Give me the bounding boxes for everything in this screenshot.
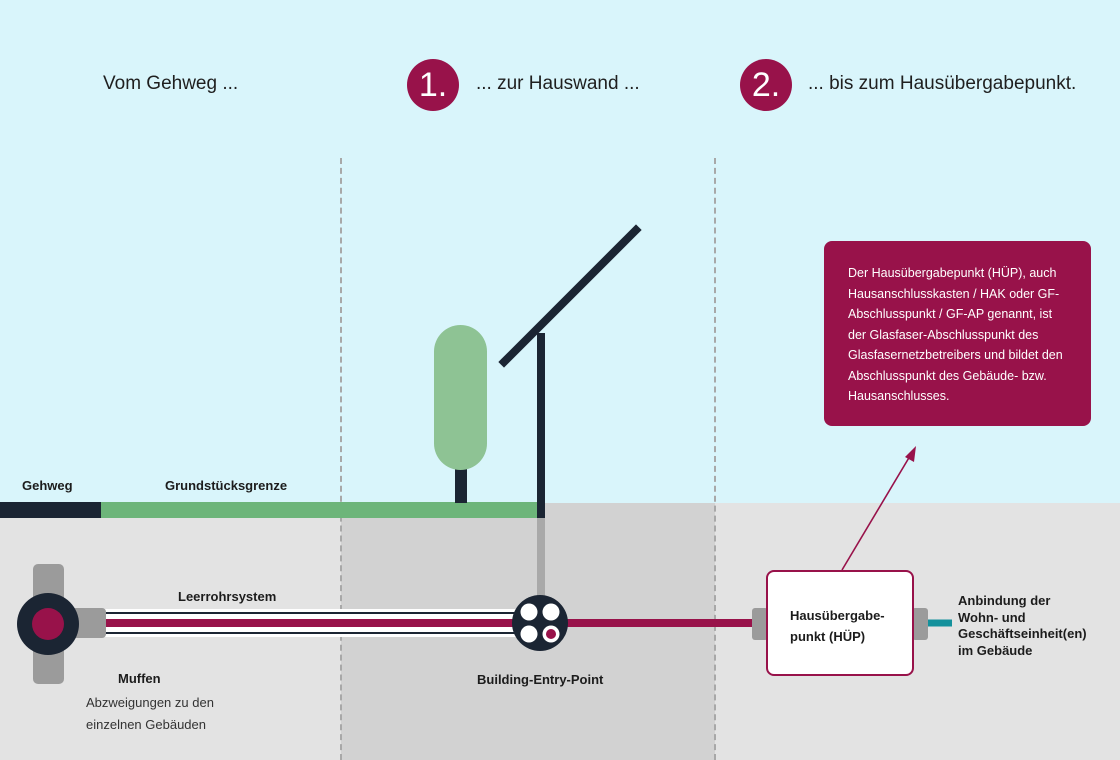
info-box: Der Hausübergabepunkt (HÜP), auch Hausan… bbox=[824, 241, 1091, 426]
hup-title-line: Hausübergabe- bbox=[790, 608, 885, 623]
hup-box: Hausübergabe- punkt (HÜP) bbox=[766, 570, 914, 676]
bep-port-3 bbox=[520, 625, 538, 643]
hup-connector-right bbox=[912, 608, 928, 640]
muffen-desc-line: einzelnen Gebäuden bbox=[86, 717, 206, 732]
heading-transfer: ... bis zum Hausübergabepunkt. bbox=[808, 73, 1077, 94]
sidewalk-bar bbox=[0, 502, 101, 518]
label-anbindung: Anbindung der Wohn- und Geschäftseinheit… bbox=[958, 593, 1087, 659]
heading-wall: ... zur Hauswand ... bbox=[476, 73, 640, 94]
heading-sidewalk: Vom Gehweg ... bbox=[103, 73, 239, 94]
info-line: Abschlusspunkt / GF-AP genannt, ist bbox=[848, 307, 1053, 321]
info-line: Abschlusspunkt des Gebäude- bzw. bbox=[848, 368, 1047, 383]
info-line: Hausanschlusses. bbox=[848, 389, 950, 403]
sleeve-core bbox=[32, 608, 64, 640]
info-line: der Glasfaser-Abschlusspunkt des bbox=[848, 327, 1039, 342]
tree-crown bbox=[434, 325, 487, 470]
anbindung-line: Anbindung der bbox=[958, 593, 1051, 608]
anbindung-line: Wohn- und bbox=[958, 609, 1026, 625]
wall-foundation bbox=[537, 518, 545, 598]
step-2-badge: 2. bbox=[740, 59, 792, 111]
info-line: Glasfasernetzbetreibers und bildet den bbox=[848, 348, 1063, 362]
muffen-description: Abzweigungen zu den einzelnen Gebäuden bbox=[86, 692, 214, 736]
bep-port-2 bbox=[542, 603, 560, 621]
info-line: Hausanschlusskasten / HAK oder GF- bbox=[848, 286, 1060, 301]
pointer-line bbox=[841, 455, 911, 571]
tree-trunk bbox=[455, 465, 467, 503]
hup-title: Hausübergabe- punkt (HÜP) bbox=[790, 605, 885, 647]
label-building-entry-point: Building-Entry-Point bbox=[477, 672, 604, 687]
label-grundstuecksgrenze: Grundstücksgrenze bbox=[165, 478, 288, 493]
property-line bbox=[101, 502, 541, 518]
info-line: Der Hausübergabepunkt (HÜP), auch bbox=[848, 266, 1057, 280]
building-entry-point-icon bbox=[512, 595, 568, 651]
label-leerrohrsystem: Leerrohrsystem bbox=[178, 589, 277, 604]
bep-port-active bbox=[546, 629, 556, 639]
anbindung-line: Geschäftseinheit(en) bbox=[958, 626, 1087, 641]
hup-connector-left bbox=[752, 608, 768, 640]
divider-left bbox=[340, 158, 342, 760]
step-1-badge: 1. bbox=[407, 59, 459, 111]
bep-port-1 bbox=[520, 603, 538, 621]
hup-title-line: punkt (HÜP) bbox=[790, 629, 866, 644]
house-roof bbox=[498, 224, 642, 368]
label-muffen: Muffen bbox=[118, 671, 161, 686]
muffen-desc-line: Abzweigungen zu den bbox=[86, 695, 214, 710]
divider-right bbox=[714, 158, 716, 760]
label-gehweg: Gehweg bbox=[22, 478, 73, 493]
anbindung-line: im Gebäude bbox=[958, 642, 1033, 658]
arrow-head-icon bbox=[905, 446, 916, 462]
